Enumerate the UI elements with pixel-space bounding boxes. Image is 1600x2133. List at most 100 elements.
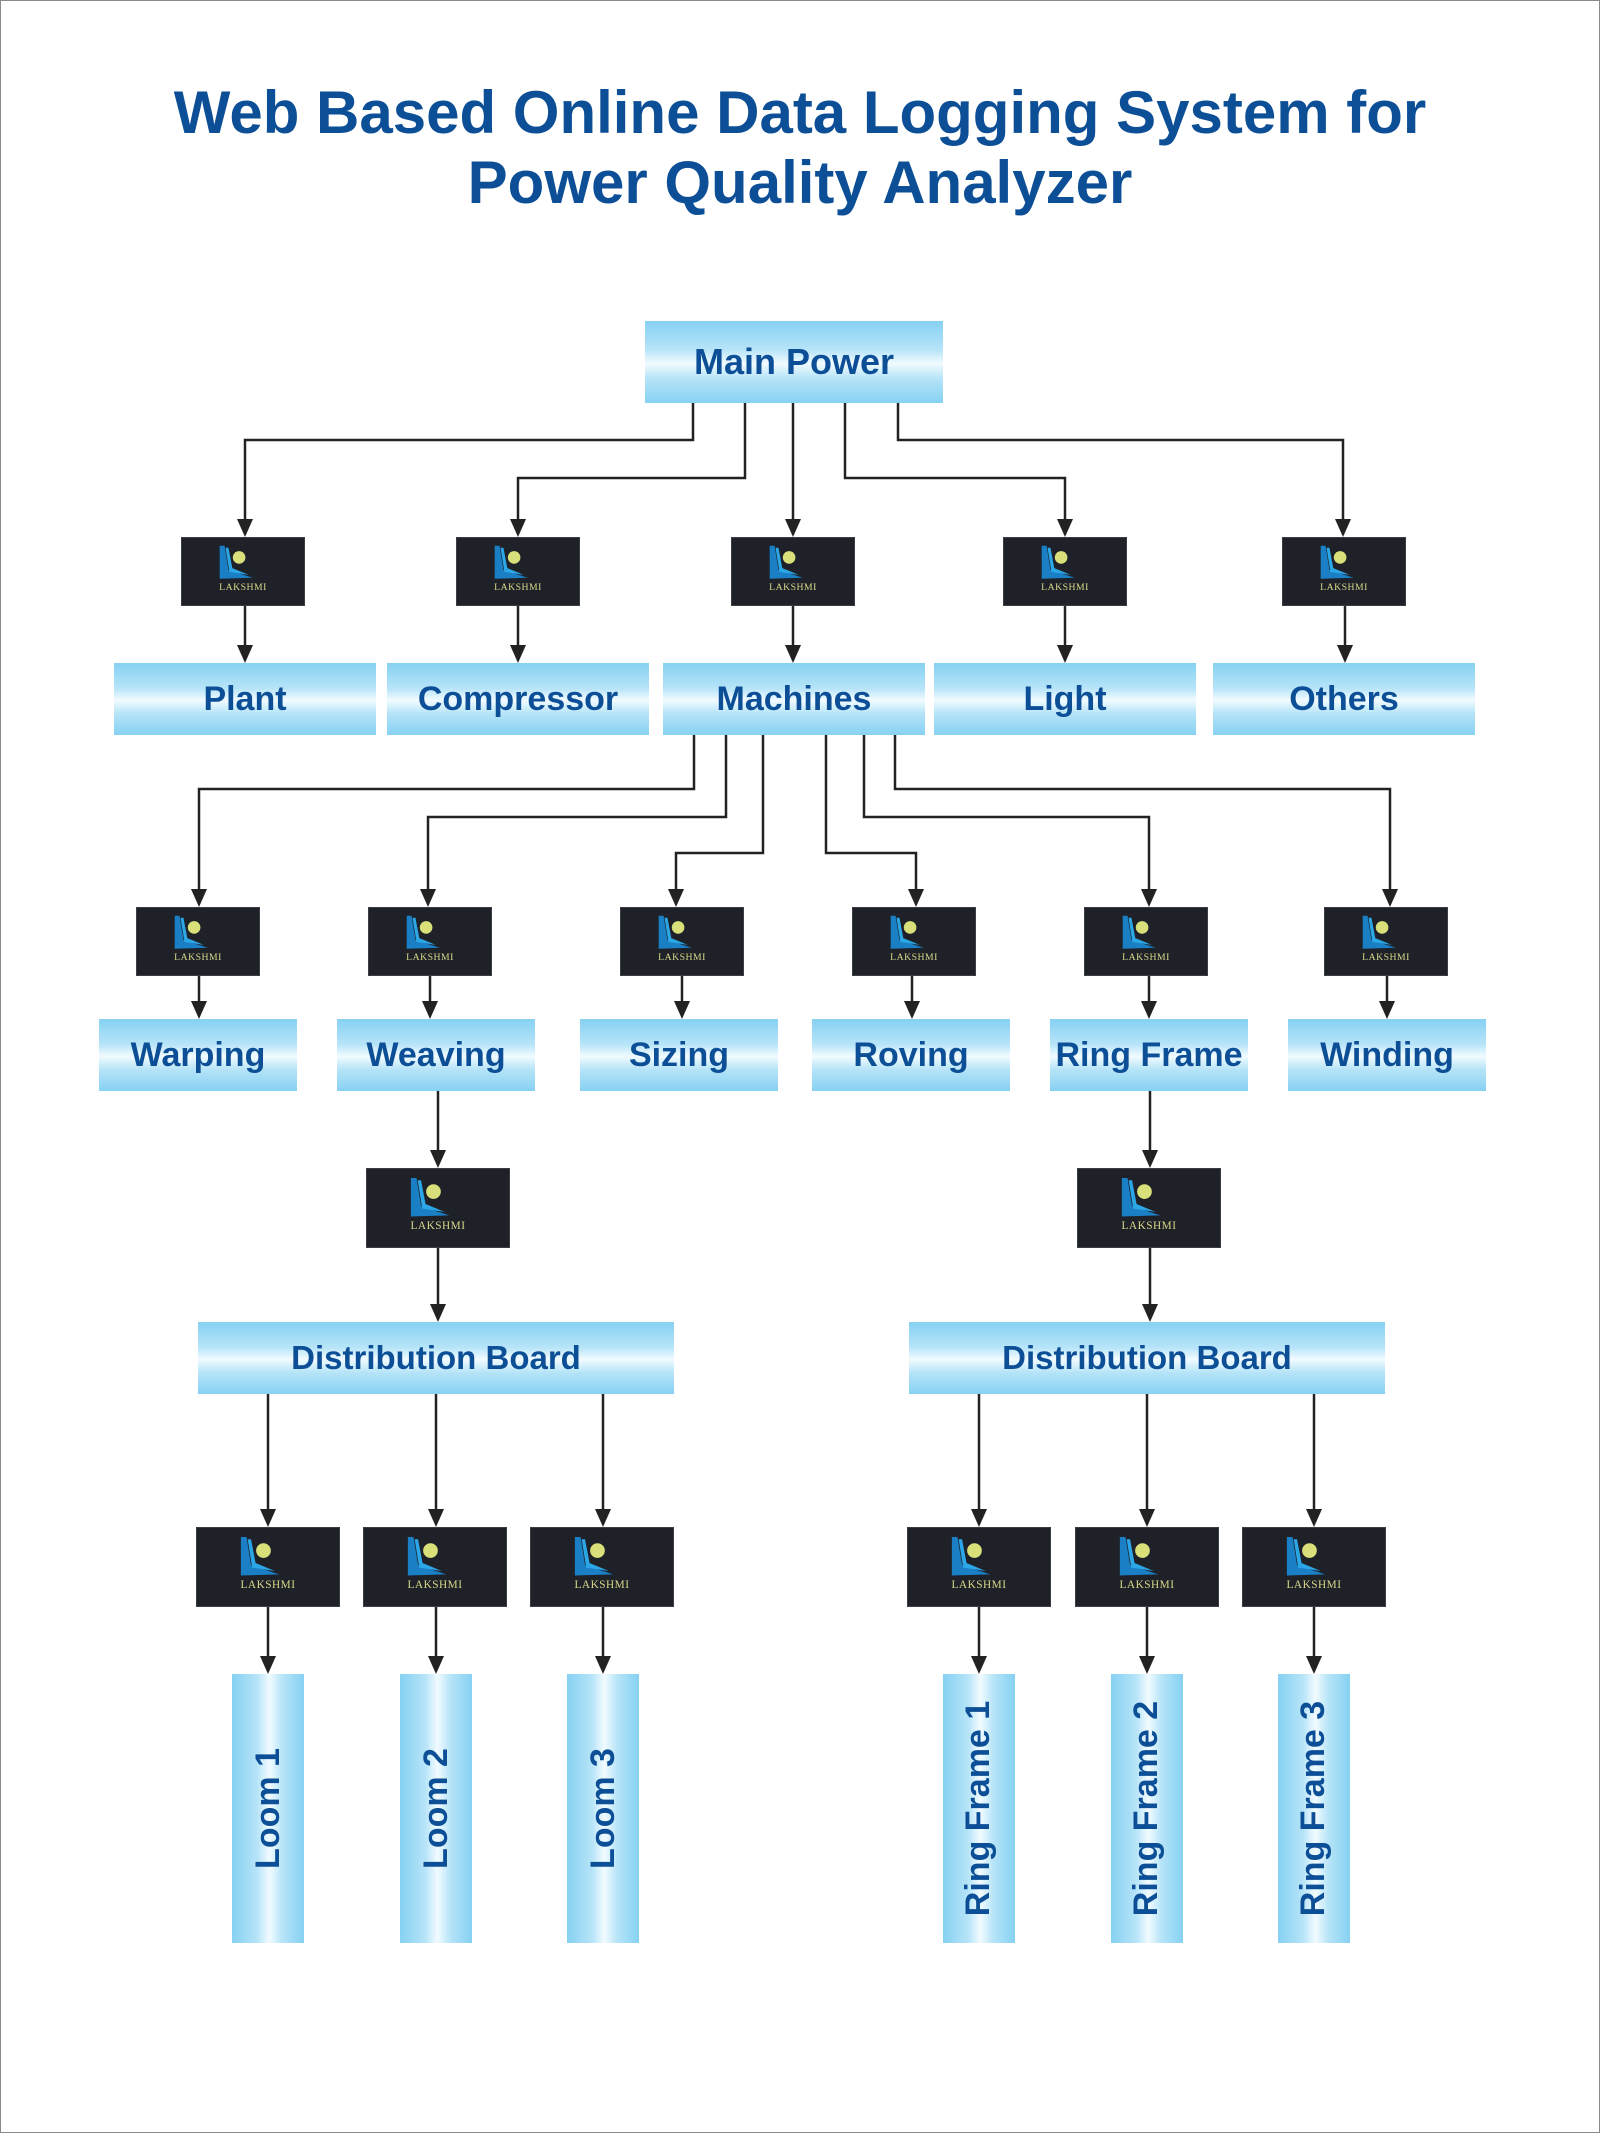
arrowhead-icon — [191, 889, 207, 907]
node-loom-3[interactable]: Loom 3 — [567, 1674, 639, 1943]
node-label: Winding — [1320, 1035, 1454, 1074]
data-logger: LAKSHMI — [1075, 1527, 1219, 1607]
node-label: Weaving — [366, 1035, 506, 1074]
node-distribution-board-ring-frame[interactable]: Distribution Board — [909, 1322, 1385, 1394]
logger-brand-label: LAKSHMI — [769, 581, 817, 593]
node-label: Ring Frame 3 — [1294, 1700, 1333, 1917]
arrowhead-icon — [971, 1509, 987, 1527]
connector-line — [197, 735, 696, 893]
node-weaving[interactable]: Weaving — [337, 1019, 535, 1091]
node-label: Roving — [853, 1035, 969, 1074]
data-logger: LAKSHMI — [363, 1527, 507, 1607]
node-ring-frame-1[interactable]: Ring Frame 1 — [943, 1674, 1015, 1943]
arrowhead-icon — [908, 889, 924, 907]
node-label: Compressor — [417, 679, 619, 718]
logger-brand-label: LAKSHMI — [174, 951, 222, 963]
node-ring-frame-3[interactable]: Ring Frame 3 — [1278, 1674, 1350, 1943]
node-label: Loom 2 — [416, 1748, 455, 1869]
arrowhead-icon — [430, 1304, 446, 1322]
arrowhead-icon — [904, 1001, 920, 1019]
node-compressor[interactable]: Compressor — [387, 663, 649, 735]
lakshmi-logo-icon — [1121, 1178, 1161, 1217]
arrowhead-icon — [668, 889, 684, 907]
lakshmi-logo-icon — [410, 1178, 450, 1217]
node-label: Loom 1 — [248, 1748, 287, 1869]
lakshmi-logo-icon — [1320, 545, 1354, 579]
node-label: Loom 3 — [583, 1748, 622, 1869]
arrowhead-icon — [1139, 1509, 1155, 1527]
logger-brand-label: LAKSHMI — [1121, 1219, 1177, 1232]
arrowhead-icon — [191, 1001, 207, 1019]
lakshmi-logo-icon — [1041, 545, 1075, 579]
node-distribution-board-weaving[interactable]: Distribution Board — [198, 1322, 674, 1394]
arrowhead-icon — [260, 1509, 276, 1527]
arrowhead-icon — [510, 645, 526, 663]
logger-brand-label: LAKSHMI — [494, 581, 542, 593]
arrowhead-icon — [1057, 519, 1073, 537]
arrowhead-icon — [1141, 1001, 1157, 1019]
node-others[interactable]: Others — [1213, 663, 1475, 735]
arrowhead-icon — [1139, 1656, 1155, 1674]
data-logger: LAKSHMI — [1084, 907, 1208, 976]
arrowhead-icon — [1306, 1509, 1322, 1527]
node-label: Light — [1023, 679, 1107, 718]
connector-line — [893, 735, 1392, 893]
logger-brand-label: LAKSHMI — [574, 1578, 630, 1591]
node-sizing[interactable]: Sizing — [580, 1019, 778, 1091]
node-label: Ring Frame 1 — [959, 1700, 998, 1917]
logger-brand-label: LAKSHMI — [1320, 581, 1368, 593]
data-logger: LAKSHMI — [731, 537, 855, 606]
arrowhead-icon — [1382, 889, 1398, 907]
data-logger: LAKSHMI — [1324, 907, 1448, 976]
lakshmi-logo-icon — [574, 1537, 614, 1576]
data-logger: LAKSHMI — [530, 1527, 674, 1607]
arrowhead-icon — [428, 1509, 444, 1527]
node-label: Ring Frame — [1055, 1035, 1243, 1074]
arrowhead-icon — [595, 1509, 611, 1527]
arrowhead-icon — [237, 519, 253, 537]
node-roving[interactable]: Roving — [812, 1019, 1010, 1091]
arrowhead-icon — [1335, 519, 1351, 537]
arrowhead-icon — [430, 1150, 446, 1168]
node-ring-frame-2[interactable]: Ring Frame 2 — [1111, 1674, 1183, 1943]
node-label: Plant — [203, 679, 287, 718]
node-label: Warping — [130, 1035, 266, 1074]
node-loom-2[interactable]: Loom 2 — [400, 1674, 472, 1943]
data-logger: LAKSHMI — [852, 907, 976, 976]
logger-brand-label: LAKSHMI — [410, 1219, 466, 1232]
node-winding[interactable]: Winding — [1288, 1019, 1486, 1091]
data-logger: LAKSHMI — [196, 1527, 340, 1607]
connector-line — [426, 735, 728, 893]
connector-line — [516, 403, 747, 523]
node-loom-1[interactable]: Loom 1 — [232, 1674, 304, 1943]
arrowhead-icon — [595, 1656, 611, 1674]
logger-brand-label: LAKSHMI — [240, 1578, 296, 1591]
arrowhead-icon — [1337, 645, 1353, 663]
node-ring-frame[interactable]: Ring Frame — [1050, 1019, 1248, 1091]
lakshmi-logo-icon — [494, 545, 528, 579]
lakshmi-logo-icon — [951, 1537, 991, 1576]
node-warping[interactable]: Warping — [99, 1019, 297, 1091]
data-logger: LAKSHMI — [1077, 1168, 1221, 1248]
node-machines[interactable]: Machines — [663, 663, 925, 735]
data-logger: LAKSHMI — [620, 907, 744, 976]
connector-line — [243, 403, 695, 523]
arrowhead-icon — [971, 1656, 987, 1674]
logger-brand-label: LAKSHMI — [658, 951, 706, 963]
arrowhead-icon — [237, 645, 253, 663]
lakshmi-logo-icon — [407, 1537, 447, 1576]
data-logger: LAKSHMI — [907, 1527, 1051, 1607]
logger-brand-label: LAKSHMI — [407, 1578, 463, 1591]
node-main-power[interactable]: Main Power — [645, 321, 943, 403]
logger-brand-label: LAKSHMI — [951, 1578, 1007, 1591]
lakshmi-logo-icon — [890, 915, 924, 949]
node-plant[interactable]: Plant — [114, 663, 376, 735]
node-light[interactable]: Light — [934, 663, 1196, 735]
arrowhead-icon — [1306, 1656, 1322, 1674]
data-logger: LAKSHMI — [366, 1168, 510, 1248]
logger-brand-label: LAKSHMI — [406, 951, 454, 963]
lakshmi-logo-icon — [1119, 1537, 1159, 1576]
logger-brand-label: LAKSHMI — [890, 951, 938, 963]
logger-brand-label: LAKSHMI — [1041, 581, 1089, 593]
lakshmi-logo-icon — [406, 915, 440, 949]
